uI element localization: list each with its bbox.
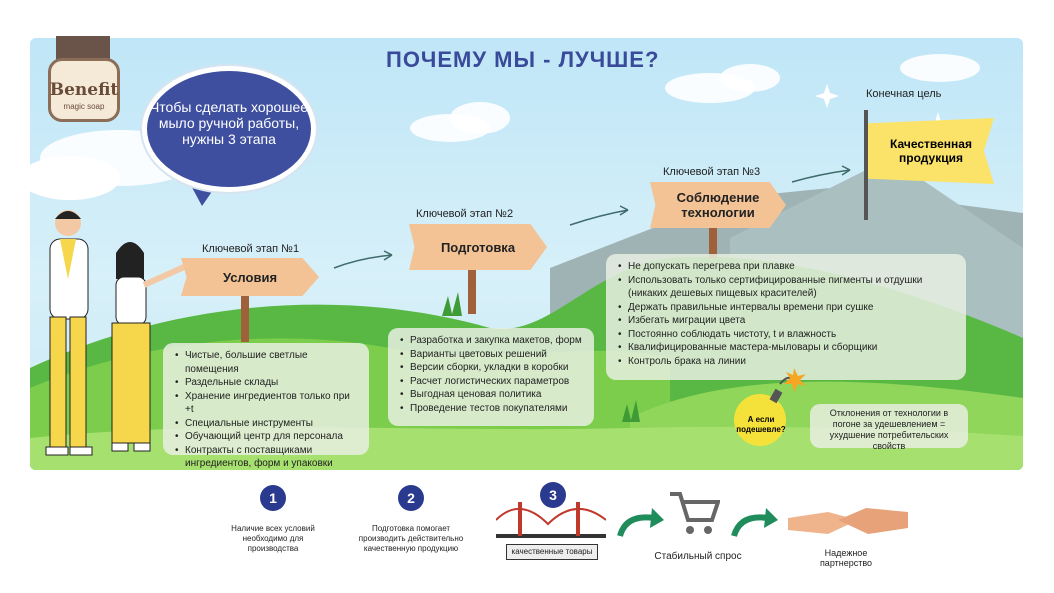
stage-2-label: Ключевой этап №2 — [416, 208, 514, 220]
stage-1-list: Чистые, большие светлые помещения Раздел… — [163, 343, 369, 469]
logo-subtitle: magic soap — [63, 102, 105, 111]
logo-name: Benefit — [49, 80, 119, 100]
stage-2-post — [468, 270, 476, 314]
shopping-cart-icon — [670, 492, 720, 534]
partner-text: Надежное партнерство — [819, 548, 873, 568]
list-item: Проведение тестов покупателями — [400, 402, 584, 416]
list-item: Чистые, большие светлые помещения — [175, 349, 359, 376]
list-item: Контракты с поставщиками ингредиентов, ф… — [175, 444, 359, 471]
stage-3-sign: Соблюдение технологии — [650, 182, 786, 228]
list-item: Разработка и закупка макетов, форм — [400, 334, 584, 348]
list-item: Хранение ингредиентов только при +t — [175, 390, 359, 417]
stage-2-list: Разработка и закупка макетов, форм Вариа… — [388, 328, 594, 426]
stage-3-post — [709, 228, 717, 258]
step-3-text: качественные товары — [506, 544, 598, 560]
step-2-number: 2 — [398, 485, 424, 511]
step-1-number: 1 — [260, 485, 286, 511]
list-item: Выгодная ценовая политика — [400, 388, 584, 402]
list-item: Версии сборки, укладки в коробки — [400, 361, 584, 375]
stage-1-sign: Условия — [181, 258, 319, 296]
list-item: Использовать только сертифицированные пи… — [618, 274, 956, 301]
speech-bubble: Чтобы сделать хорошее мыло ручной работы… — [142, 66, 316, 192]
list-item: Обучающий центр для персонала — [175, 430, 359, 444]
bomb-icon — [734, 368, 806, 446]
list-item: Контроль брака на линии — [618, 355, 956, 369]
page-title: ПОЧЕМУ МЫ - ЛУЧШЕ? — [386, 47, 660, 72]
bubble-text: Чтобы сделать хорошее мыло ручной работы… — [149, 99, 309, 147]
bridge-icon — [496, 502, 606, 538]
step-3-number: 3 — [540, 482, 566, 508]
arrow-right-icon — [617, 508, 664, 537]
list-item: Раздельные склады — [175, 376, 359, 390]
step-1-text: Наличие всех условий необходимо для прои… — [231, 524, 315, 553]
arrow-right-icon — [731, 508, 778, 537]
list-item: Варианты цветовых решений — [400, 348, 584, 362]
stage-3-list: Не допускать перегрева при плавке Исполь… — [606, 254, 966, 380]
people-illustration — [45, 210, 186, 456]
brand-logo: Benefit magic soap — [48, 36, 120, 122]
goal-flag: Качественная продукция — [868, 118, 994, 184]
handshake-icon — [788, 508, 908, 534]
list-item: Держать правильные интервалы времени при… — [618, 301, 956, 315]
list-item: Постоянно соблюдать чистоту, t и влажнос… — [618, 328, 956, 342]
stage-2-sign: Подготовка — [409, 224, 547, 270]
stage-1-label: Ключевой этап №1 — [202, 243, 300, 255]
stage-1-post — [241, 296, 249, 342]
goal-label: Конечная цель — [866, 88, 942, 100]
stage-3-label: Ключевой этап №3 — [663, 166, 761, 178]
list-item: Не допускать перегрева при плавке — [618, 260, 956, 274]
warning-box: Отклонения от технологии в погоне за уде… — [810, 404, 968, 451]
list-item: Избегать миграции цвета — [618, 314, 956, 328]
list-item: Квалифицированные мастера-мыловары и сбо… — [618, 341, 956, 355]
list-item: Расчет логистических параметров — [400, 375, 584, 389]
flag-pole — [864, 110, 868, 220]
step-2-text: Подготовка помогает производить действит… — [358, 524, 464, 553]
demand-text: Стабильный спрос — [654, 551, 742, 562]
bomb-text: А если подешевле? — [736, 415, 786, 434]
list-item: Специальные инструменты — [175, 417, 359, 431]
